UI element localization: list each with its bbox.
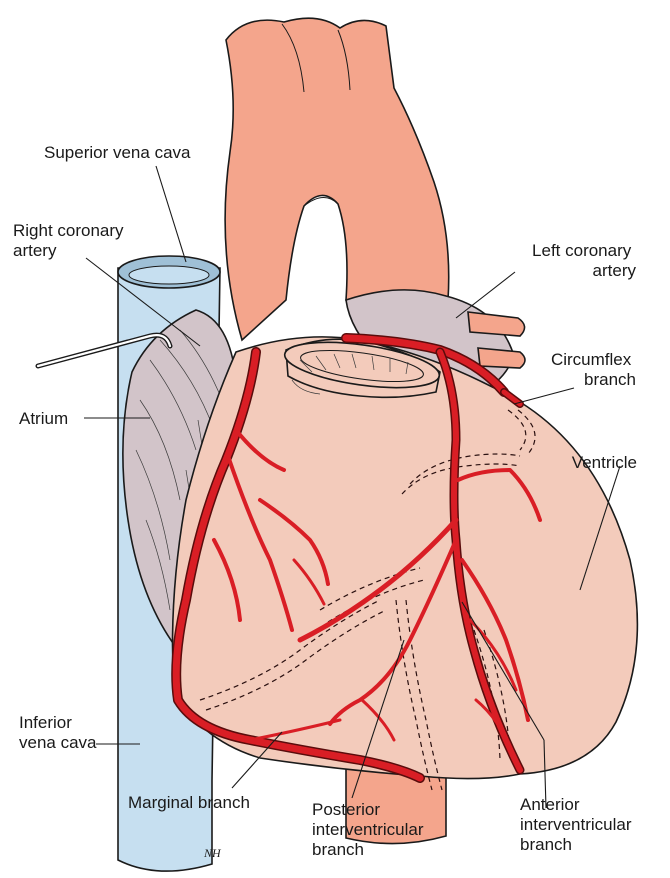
artist-signature: NH bbox=[203, 846, 222, 860]
label-superior-vena-cava: Superior vena cava bbox=[44, 143, 191, 162]
label-left-coronary-artery: Left coronary artery bbox=[532, 241, 636, 280]
label-circumflex-branch: Circumflex branch bbox=[551, 350, 636, 389]
label-atrium: Atrium bbox=[19, 409, 68, 428]
label-right-coronary-artery: Right coronary artery bbox=[13, 221, 128, 260]
label-inferior-vena-cava: Inferior vena cava bbox=[19, 713, 97, 752]
label-anterior-interventricular-branch: Anterior interventricular branch bbox=[520, 795, 636, 854]
label-marginal-branch: Marginal branch bbox=[128, 793, 250, 812]
label-ventricle: Ventricle bbox=[572, 453, 637, 472]
